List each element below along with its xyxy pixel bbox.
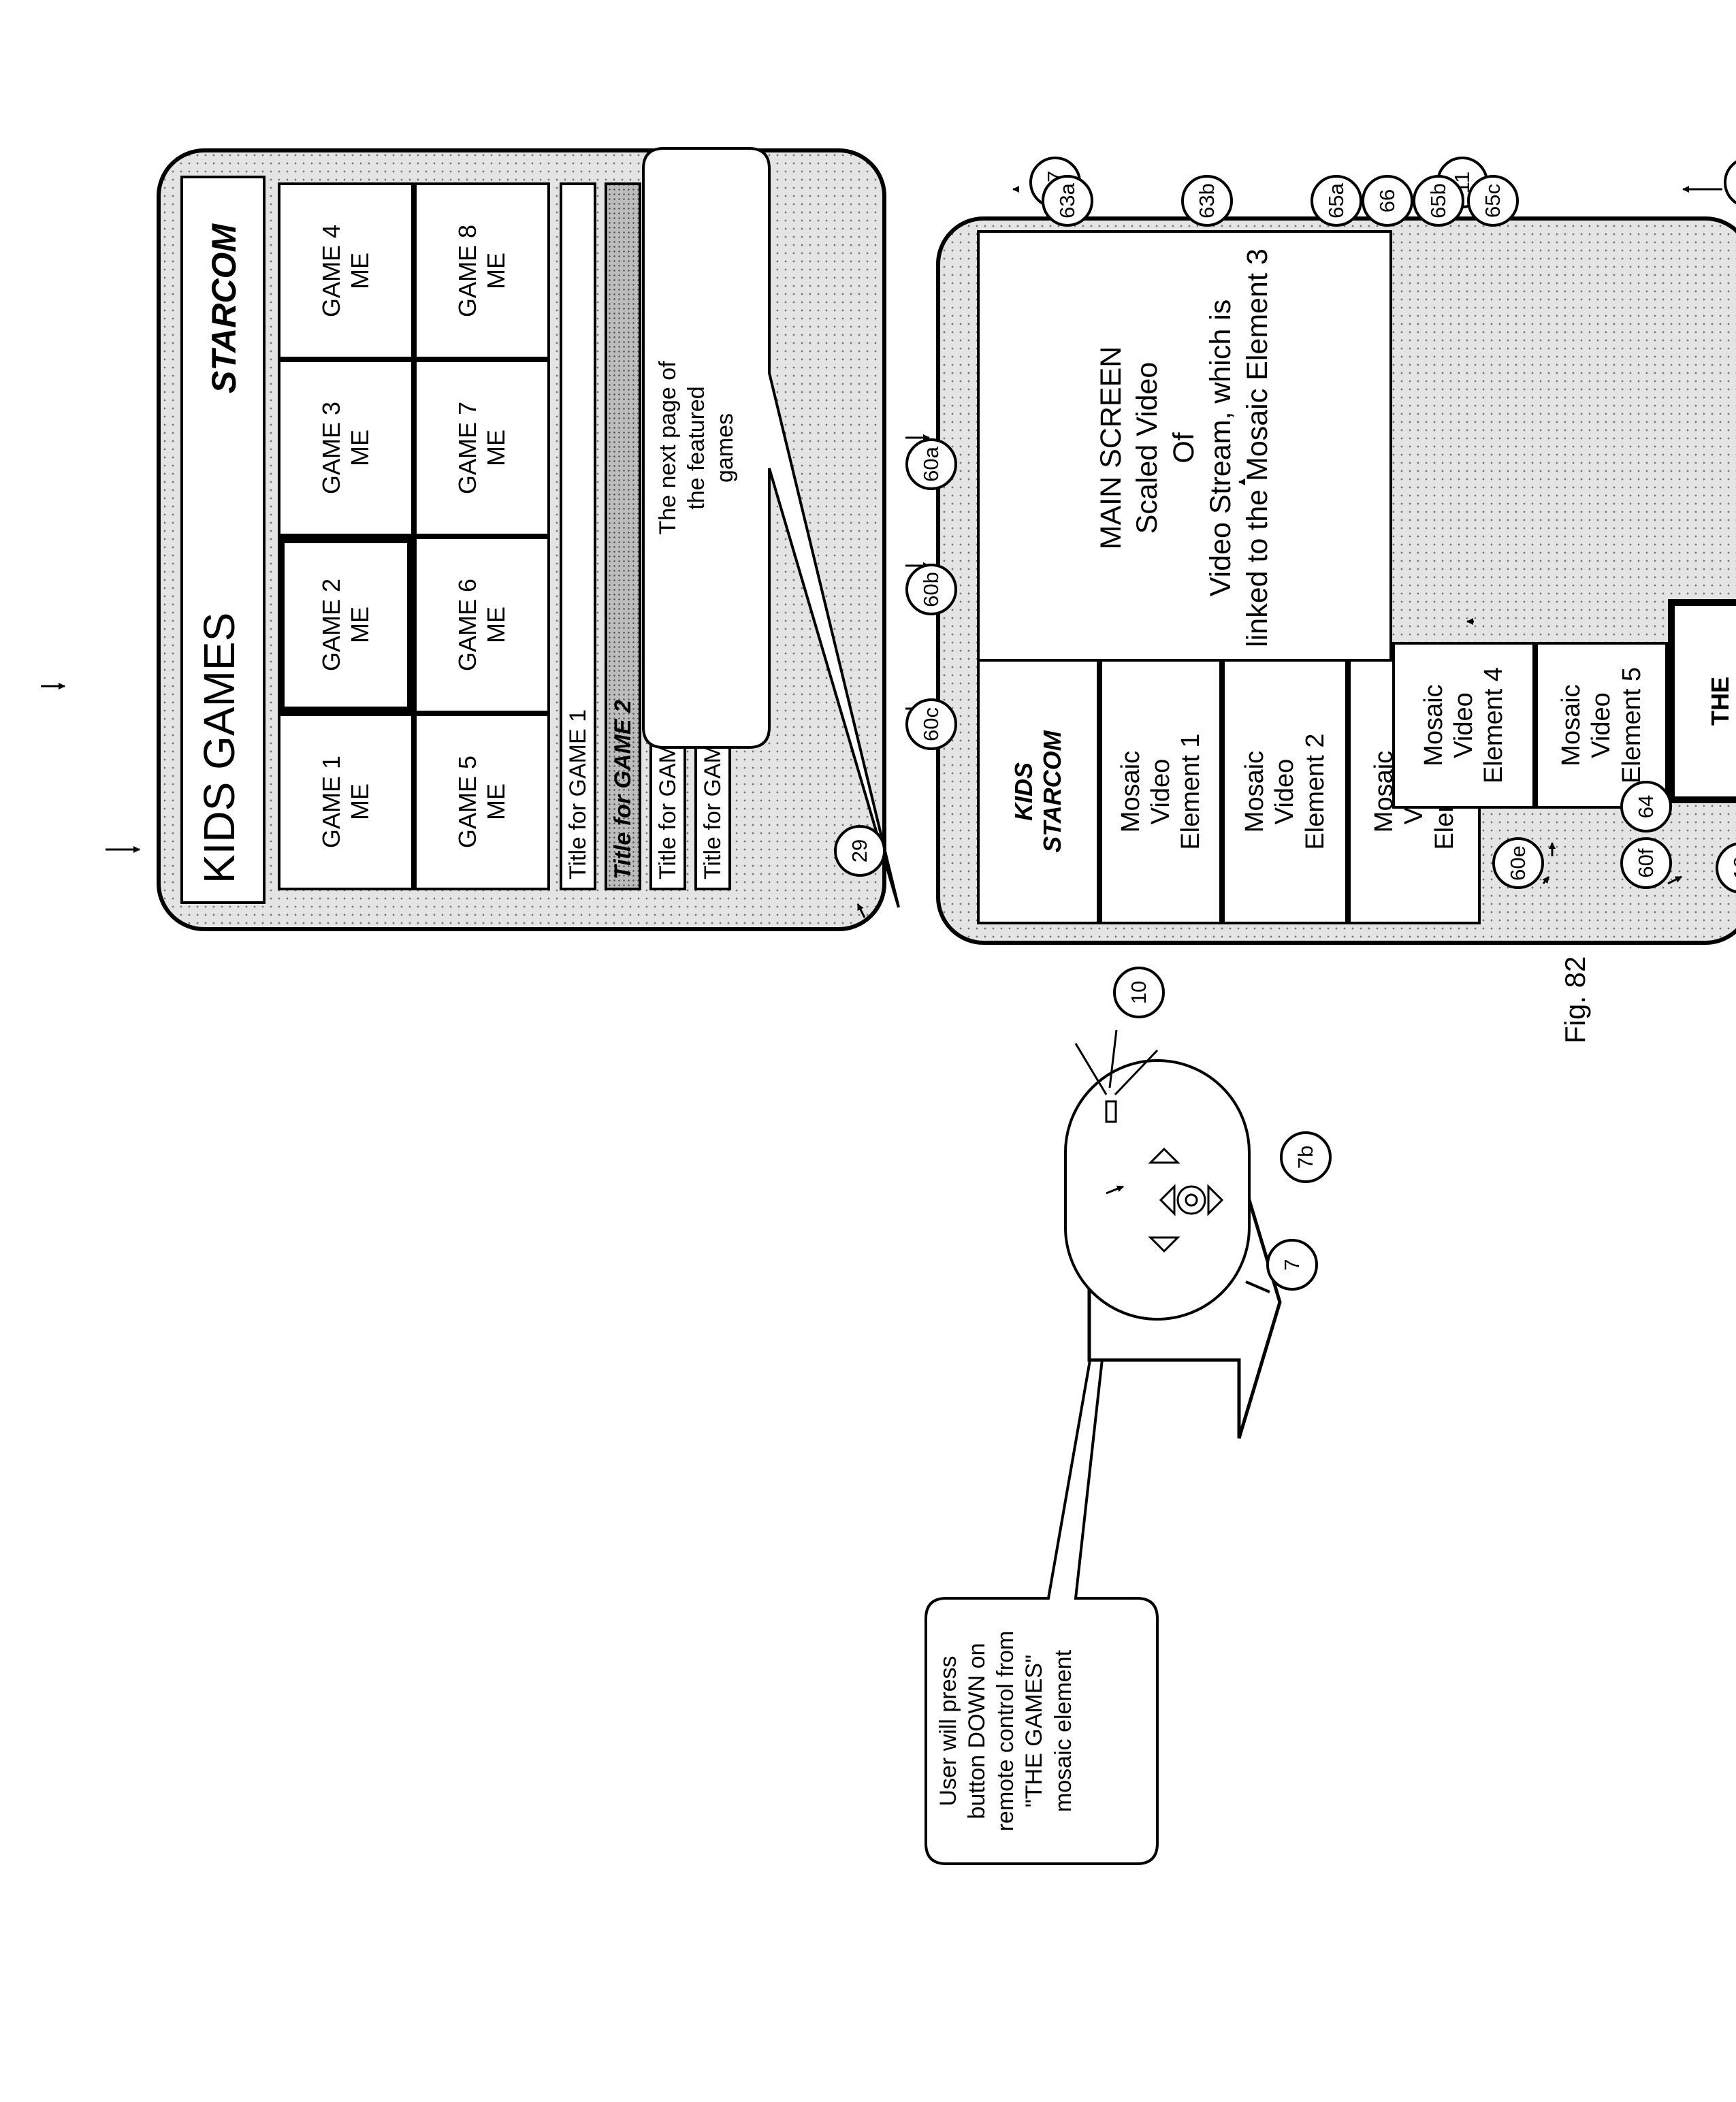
ref-66: 66 [1362,175,1413,227]
ref-65b: 65b [1413,175,1464,227]
ref-63a: 63a [1042,175,1093,227]
ref-60a: 60a [905,438,957,490]
ref-7: 7 [1266,1239,1318,1291]
ref-60e: 60e [1492,837,1544,889]
figure-label: Fig. 82 [1559,956,1592,1044]
ok-button-icon [1178,1186,1205,1214]
ref-60f: 60f [1620,837,1672,889]
next-page-text: The next page of the featured games [654,162,739,734]
ref-29: 29 [834,825,886,877]
ref-7b: 7b [1280,1131,1332,1183]
ref-65c: 65c [1467,175,1519,227]
leader-lines [41,189,1722,1193]
ref-64: 64 [1620,781,1672,832]
ref-65a: 65a [1311,175,1362,227]
ref-10-right: 10 [1113,967,1165,1018]
ref-60b: 60b [905,564,957,615]
ref-63b: 63b [1181,175,1233,227]
ref-60c: 60c [905,698,957,750]
remote-instruction-text: User will press button DOWN on remote co… [934,1606,1078,1856]
